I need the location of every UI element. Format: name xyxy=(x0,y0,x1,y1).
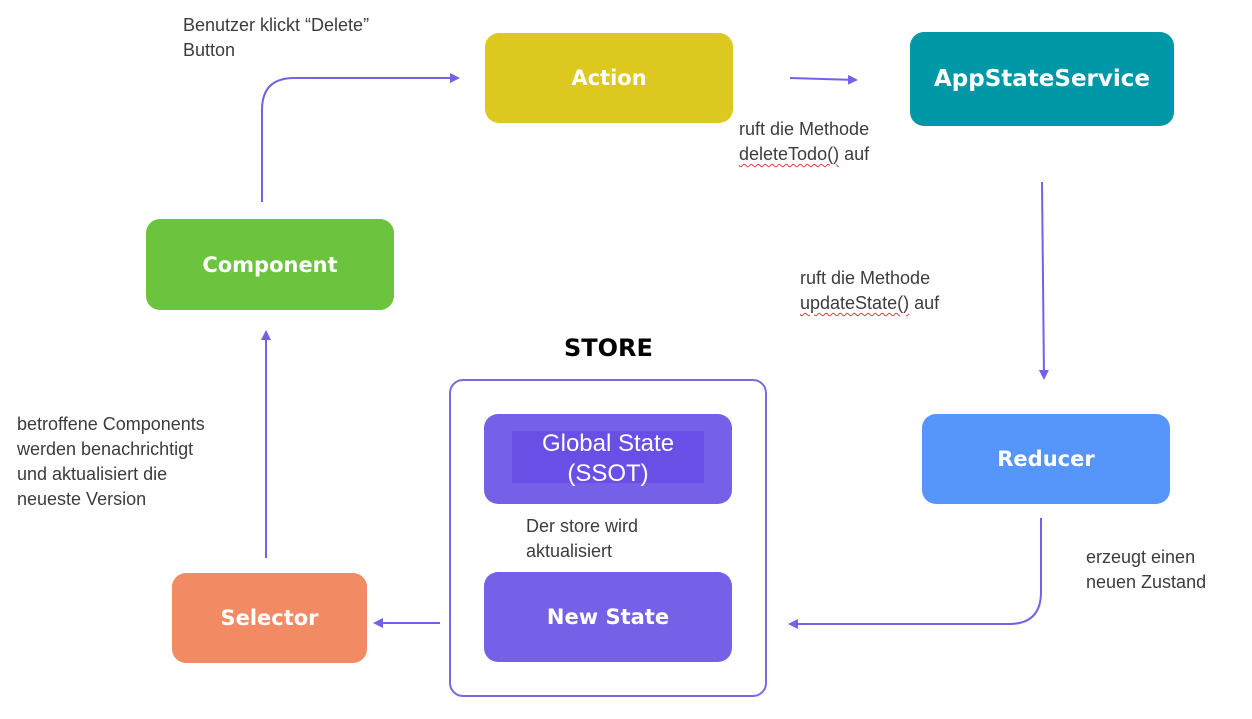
notified-line2: werden benachrichtigt xyxy=(17,439,194,459)
new-zustand-label: erzeugt einen neuen Zustand xyxy=(1086,545,1206,595)
delete-todo-line2: deleteTodo() auf xyxy=(739,142,869,167)
notified-line1: betroffene Components xyxy=(17,414,205,434)
new-zustand-line1: erzeugt einen xyxy=(1086,547,1196,567)
component-node: Component xyxy=(146,219,394,310)
selector-label: Selector xyxy=(220,606,319,630)
global-state-line2: (SSOT) xyxy=(567,460,649,487)
appstateservice-node: AppStateService xyxy=(910,32,1174,126)
update-state-rest: auf xyxy=(909,293,940,313)
action-node: Action xyxy=(485,33,733,123)
global-state-text: Global State (SSOT) xyxy=(542,429,674,489)
notified-line3: und aktualisiert die xyxy=(17,464,168,484)
global-state-highlight xyxy=(512,431,704,483)
reducer-node: Reducer xyxy=(922,414,1170,504)
arrow-appstate-to-reducer xyxy=(1038,181,1049,380)
update-state-method: updateState() xyxy=(800,293,910,313)
component-label: Component xyxy=(202,252,338,277)
store-updated-line2: aktualisiert xyxy=(526,541,613,561)
update-state-line2: updateState() auf xyxy=(800,291,939,316)
new-zustand-line2: neuen Zustand xyxy=(1086,572,1207,592)
update-state-label: ruft die Methode updateState() auf xyxy=(800,266,939,316)
arrow-action-to-appstate xyxy=(789,74,858,85)
update-state-line1: ruft die Methode xyxy=(800,268,931,288)
new-state-node: New State xyxy=(484,572,732,662)
global-state-node: Global State (SSOT) xyxy=(484,414,732,504)
store-updated-label: Der store wird aktualisiert xyxy=(526,514,638,564)
store-container xyxy=(449,379,767,697)
notified-label: betroffene Components werden benachricht… xyxy=(17,412,205,512)
delete-click-line1: Benutzer klickt “Delete” xyxy=(183,15,370,35)
delete-todo-rest: auf xyxy=(839,144,870,164)
appstateservice-label: AppStateService xyxy=(933,66,1151,92)
reducer-label: Reducer xyxy=(997,447,1095,471)
action-label: Action xyxy=(571,66,647,90)
notified-line4: neueste Version xyxy=(17,489,147,509)
new-state-label: New State xyxy=(546,605,670,629)
delete-todo-label: ruft die Methode deleteTodo() auf xyxy=(739,117,869,167)
store-title: STORE xyxy=(564,334,653,362)
store-updated-line1: Der store wird xyxy=(526,516,639,536)
arrow-reducer-to-newstate xyxy=(788,518,1042,629)
global-state-line1: Global State xyxy=(541,430,675,457)
arrow-component-to-action xyxy=(261,73,460,202)
delete-todo-method: deleteTodo() xyxy=(739,144,840,164)
delete-click-line2: Button xyxy=(183,40,236,60)
delete-click-label: Benutzer klickt “Delete” Button xyxy=(183,13,369,63)
selector-node: Selector xyxy=(172,573,367,663)
delete-todo-line1: ruft die Methode xyxy=(739,119,870,139)
